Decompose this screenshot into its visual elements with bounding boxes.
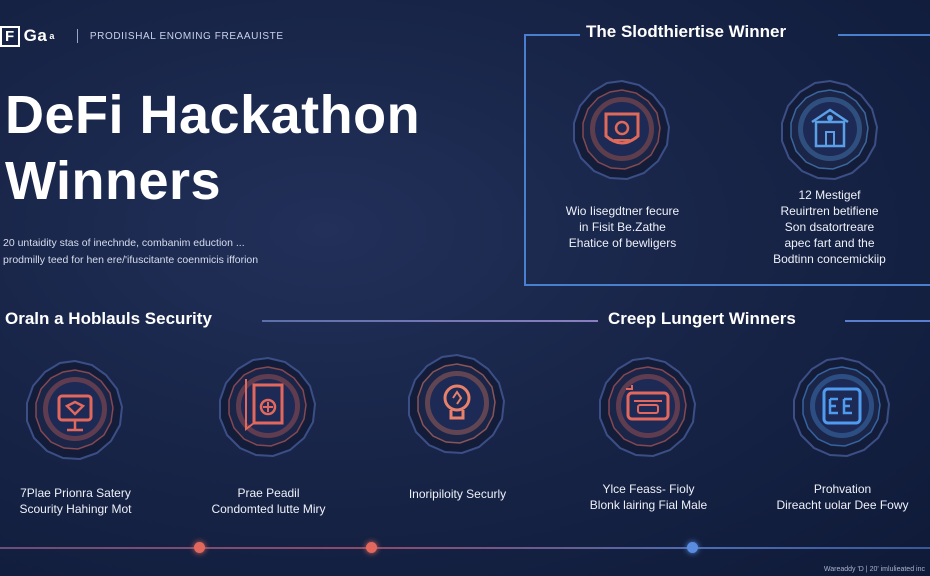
section-rule-middle <box>262 320 598 322</box>
header-divider <box>76 29 78 43</box>
browser-lock-icon <box>599 356 697 458</box>
featured-winner-badge-1[interactable] <box>570 78 674 182</box>
caption-line: Wio Iisegdtner fecure <box>565 204 680 218</box>
page-title: DeFi Hackathon Winners <box>5 82 420 214</box>
caption-line: Bodtinn concemickiip <box>773 252 886 266</box>
page-subtitle-line-1: 20 untaidity stas of inechnde, combanim … <box>3 237 245 249</box>
caption-line: Ehatice of bewligers <box>568 236 677 250</box>
caption-line: Inoripiloity Securly <box>408 487 507 501</box>
header-tagline: PRODIISHAL ENOMING FREAAUISTE <box>89 30 284 42</box>
caption-line: Direacht uolar Dee Fowy <box>776 498 909 512</box>
timeline-dot-3[interactable] <box>687 542 698 553</box>
featured-winner-badge-2[interactable] <box>778 78 882 182</box>
building-shield-icon <box>781 79 879 181</box>
brand-logo[interactable]: F Ga a <box>0 25 55 47</box>
winner-badge-5[interactable] <box>790 355 894 459</box>
logo-small-text: a <box>49 31 55 41</box>
page-subtitle-line-2: prodmilly teed for hen ere/'ifuscitante … <box>3 254 259 266</box>
caption-line: Reuirtren betifiene <box>780 204 879 218</box>
winner-badge-3[interactable] <box>405 352 509 456</box>
caption-line: Condomted lutte Miry <box>211 502 326 516</box>
caption-line: 12 Mestigef <box>798 188 861 202</box>
footer-note: Wareaddy 'D | 20' imlulieated inc <box>823 566 925 573</box>
caption-line: in Fisit Be.Zathe <box>579 220 666 234</box>
panel-border-segment-right <box>838 34 930 36</box>
winner-caption-3: Inoripiloity Securly <box>360 486 555 502</box>
caption-line: Scourity Hahingr Mot <box>19 502 132 516</box>
winner-badge-1[interactable] <box>23 358 127 462</box>
logo-mark: F <box>0 25 20 47</box>
caption-line: Prohvation <box>813 482 872 496</box>
panel-border-segment-left <box>524 34 580 36</box>
winner-badge-2[interactable] <box>216 355 320 459</box>
caption-line: Blonk lairing Fial Male <box>589 498 708 512</box>
caption-line: apec fart and the <box>784 236 875 250</box>
logo-text: Ga <box>23 26 48 45</box>
laptop-shield-icon <box>219 356 317 458</box>
page-title-line-2: Winners <box>5 151 222 211</box>
section-title-security: Oraln a Hoblauls Security <box>5 309 212 328</box>
section-rule-right <box>845 320 930 322</box>
section-title-winners: Creep Lungert Winners <box>608 309 796 328</box>
winner-badge-4[interactable] <box>596 355 700 459</box>
caption-line: Prae Peadil <box>237 486 300 500</box>
page-title-line-1: DeFi Hackathon <box>5 85 421 145</box>
page-subtitle: 20 untaidity stas of inechnde, combanim … <box>3 235 343 269</box>
header-bar: F Ga a PRODIISHAL ENOMING FREAAUISTE <box>0 25 284 47</box>
featured-winner-title: The Slodthiertise Winner <box>586 22 787 41</box>
code-terminal-icon <box>793 356 891 458</box>
chip-shield-icon <box>26 359 124 461</box>
timeline-line <box>0 547 930 549</box>
caption-line: 7Plae Prionra Satery <box>20 486 131 500</box>
timeline-dot-2[interactable] <box>366 542 377 553</box>
shield-lock-icon <box>573 79 671 181</box>
caption-line: Ylce Feass- Fioly <box>602 482 695 496</box>
caption-line: Son dsatortreare <box>784 220 875 234</box>
timeline-dot-1[interactable] <box>194 542 205 553</box>
featured-winner-panel <box>524 34 930 286</box>
lightbulb-icon <box>408 353 506 455</box>
